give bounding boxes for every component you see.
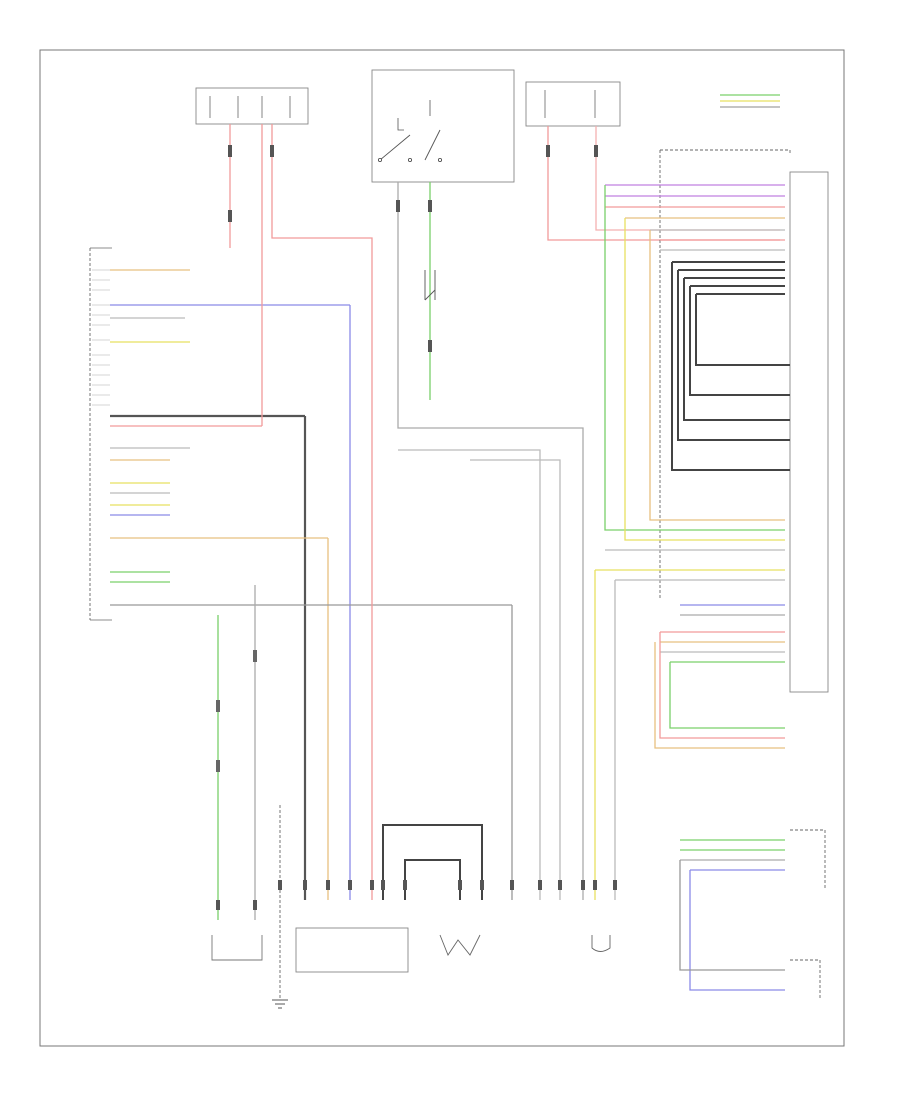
bottom-right-sensor — [591, 935, 611, 952]
wire-orange-long-r — [649, 230, 785, 521]
wire-pink-right — [547, 126, 780, 241]
left-run-pins — [216, 650, 257, 772]
right-module-lower — [790, 829, 826, 890]
fuse-box-right — [525, 81, 621, 127]
wire-gray-center2 — [398, 449, 541, 900]
relay-box-center — [371, 69, 515, 183]
wire-bundle-black — [671, 261, 790, 471]
wire-green-loop — [669, 662, 785, 729]
top-connector-pins — [228, 145, 598, 352]
left-module-pins — [92, 269, 110, 406]
top-right-connector — [720, 94, 780, 108]
actuator-box-bottom — [295, 927, 409, 973]
wire-orange-loop — [654, 642, 785, 749]
fuse-box-left — [195, 87, 309, 125]
wire-blue-lower-loop — [689, 870, 785, 991]
wire-green-long-r — [604, 185, 785, 531]
control-module-left — [89, 247, 112, 621]
wire-red-long — [271, 124, 373, 900]
wire-yellow-long-r — [624, 218, 785, 541]
wire-gray-center3 — [470, 459, 561, 900]
wire-pink-right2 — [595, 126, 780, 231]
front-sensor-bottom-left — [211, 935, 263, 961]
wire-gray-center — [397, 182, 584, 900]
relay-switch-icon — [377, 100, 442, 162]
right-sensor-lower — [790, 959, 821, 1000]
sensor-icon — [424, 270, 436, 301]
right-module-top — [659, 149, 829, 693]
wire-red-loop — [659, 632, 785, 739]
wire-gray-lower-loop — [679, 860, 785, 971]
diagram-frame — [39, 49, 845, 1047]
actuator-motor-icon — [439, 934, 481, 956]
bottom-black-loop — [382, 824, 483, 900]
ground-icon — [272, 805, 288, 1009]
connector-pin-icon — [216, 880, 617, 910]
